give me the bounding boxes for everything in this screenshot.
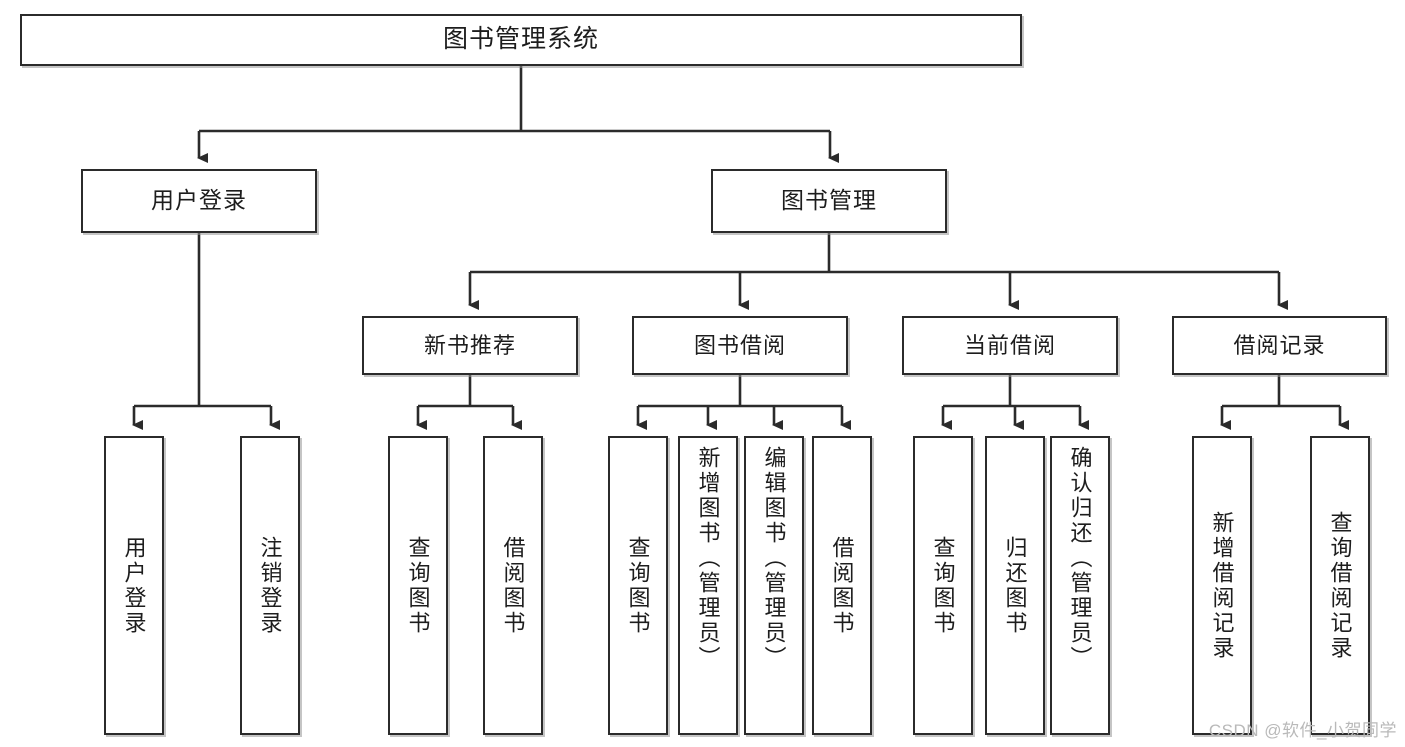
node-new-book-rec[interactable]: 新书推荐 [362,316,578,375]
node-leaf-query-book-2-label: 查询图书 [625,535,651,636]
node-user-login-label: 用户登录 [151,187,247,214]
node-leaf-user-login-label: 用户登录 [121,535,147,636]
node-leaf-add-record[interactable]: 新增借阅记录 [1192,436,1252,735]
node-leaf-query-book-1[interactable]: 查询图书 [388,436,448,735]
node-borrow-record[interactable]: 借阅记录 [1172,316,1387,375]
node-new-book-rec-label: 新书推荐 [423,332,516,358]
node-leaf-add-book-label: 新增图书（管理员） [695,446,721,671]
node-book-manage-label: 图书管理 [781,187,877,214]
node-user-login[interactable]: 用户登录 [81,169,317,233]
node-leaf-logout-label: 注销登录 [257,535,283,636]
node-leaf-borrow-book-2-label: 借阅图书 [829,535,855,636]
node-current-borrow-label: 当前借阅 [963,332,1056,358]
node-root-label: 图书管理系统 [442,25,599,54]
node-leaf-query-book-1-label: 查询图书 [405,535,431,636]
node-leaf-query-record-label: 查询借阅记录 [1327,510,1353,661]
node-leaf-confirm-return-label: 确认归还（管理员） [1067,446,1093,671]
node-leaf-query-book-3[interactable]: 查询图书 [913,436,973,735]
node-leaf-logout[interactable]: 注销登录 [240,436,300,735]
node-current-borrow[interactable]: 当前借阅 [902,316,1118,375]
node-borrow-record-label: 借阅记录 [1233,332,1326,358]
node-book-manage[interactable]: 图书管理 [711,169,947,233]
node-leaf-user-login[interactable]: 用户登录 [104,436,164,735]
node-book-borrow-label: 图书借阅 [693,332,786,358]
node-leaf-borrow-book-2[interactable]: 借阅图书 [812,436,872,735]
node-leaf-add-book[interactable]: 新增图书（管理员） [678,436,738,735]
node-leaf-add-record-label: 新增借阅记录 [1209,510,1235,661]
node-leaf-query-book-3-label: 查询图书 [930,535,956,636]
node-leaf-borrow-book-1[interactable]: 借阅图书 [483,436,543,735]
node-leaf-query-book-2[interactable]: 查询图书 [608,436,668,735]
node-leaf-edit-book-label: 编辑图书（管理员） [761,446,787,671]
node-root[interactable]: 图书管理系统 [20,14,1022,66]
node-leaf-return-book[interactable]: 归还图书 [985,436,1045,735]
node-leaf-confirm-return[interactable]: 确认归还（管理员） [1050,436,1110,735]
node-book-borrow[interactable]: 图书借阅 [632,316,848,375]
node-leaf-borrow-book-1-label: 借阅图书 [500,535,526,636]
node-leaf-edit-book[interactable]: 编辑图书（管理员） [744,436,804,735]
csdn-watermark: CSDN @软件_小贺同学 [1208,721,1397,740]
node-leaf-return-book-label: 归还图书 [1002,535,1028,636]
node-leaf-query-record[interactable]: 查询借阅记录 [1310,436,1370,735]
